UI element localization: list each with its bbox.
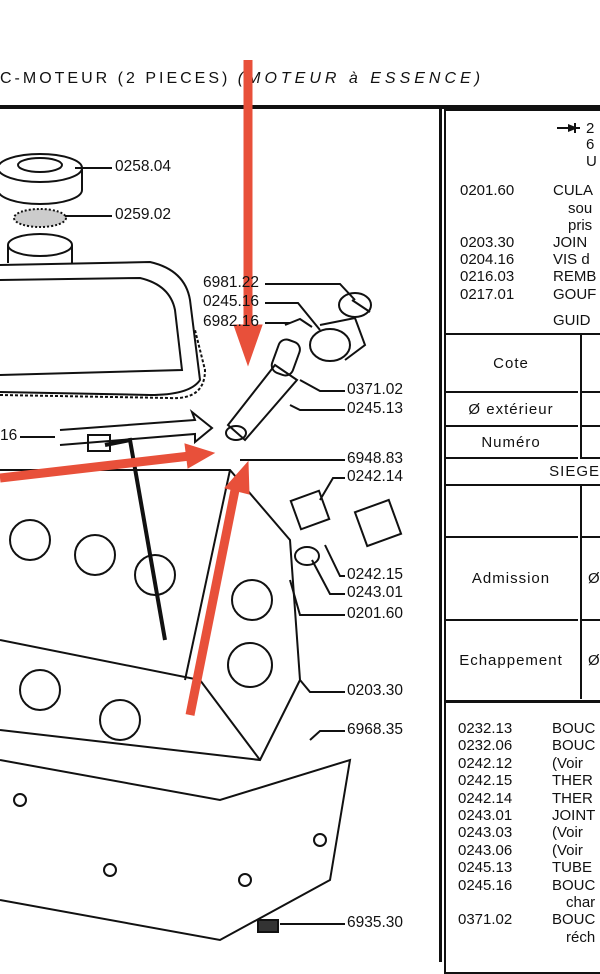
- part-label: 0201.60: [347, 605, 404, 622]
- part-label: 0243.01: [347, 584, 404, 601]
- part-code: 0245.13: [458, 859, 513, 877]
- part-label: 6982.16: [203, 313, 260, 330]
- part-code: 0371.02: [458, 911, 513, 929]
- part-code: 0217.01: [460, 286, 515, 303]
- part-code: 0201.60: [460, 182, 515, 199]
- part-label: 0258.04: [115, 158, 172, 175]
- part-label: 6981.22: [203, 274, 260, 291]
- part-code: 0216.03: [460, 268, 515, 285]
- part-label: 0242.15: [347, 566, 404, 583]
- part-desc: BOUC: [552, 911, 596, 929]
- part-desc: (Voir: [552, 841, 583, 859]
- cote-cell: Cote: [444, 335, 578, 393]
- part-code: 0243.01: [458, 807, 513, 824]
- part-label: 0259.02: [115, 206, 172, 223]
- part-code: 0243.06: [458, 841, 513, 859]
- header-fragment: 2: [586, 120, 595, 137]
- part-label: 16: [0, 427, 18, 444]
- red-arrow-right: [0, 451, 191, 483]
- blank-value: [580, 486, 600, 538]
- red-arrow-down-head: [233, 324, 263, 367]
- echappement-cell: Echappement: [459, 651, 563, 669]
- part-desc: THER: [552, 789, 593, 807]
- part-label: 0203.30: [347, 682, 404, 699]
- part-desc: GOUF: [553, 286, 597, 303]
- echappement-value: Ø: [580, 621, 600, 699]
- part-label: 6948.83: [347, 450, 404, 467]
- part-label: 0245.13: [347, 400, 404, 417]
- part-label: 0242.14: [347, 468, 404, 485]
- part-desc: BOUC: [552, 876, 596, 894]
- part-code: 0204.16: [460, 251, 515, 268]
- part-desc: pris: [568, 217, 593, 234]
- red-annotation-arrows: [0, 60, 263, 716]
- exploded-engine-diagram: [0, 60, 403, 942]
- part-desc: JOINT: [552, 807, 596, 824]
- red-arrow-up: [185, 484, 241, 716]
- spec-table: [444, 333, 600, 703]
- part-label: 6968.35: [347, 721, 404, 738]
- part-code: 0242.14: [458, 789, 513, 807]
- page-title: C-MOTEUR (2 PIECES) (MOTEUR à ESSENCE): [0, 70, 485, 87]
- part-code: 0232.06: [458, 737, 513, 755]
- admission-cell: Admission: [444, 538, 578, 621]
- part-desc: BOUC: [552, 720, 596, 737]
- header-fragment: 6: [586, 136, 595, 153]
- siege-cell: SIEGE: [444, 459, 600, 486]
- cote-value: [580, 335, 600, 393]
- siege-label: SIEGE: [549, 463, 600, 480]
- part-code: 0243.03: [458, 824, 513, 842]
- part-desc: VIS d: [553, 251, 590, 268]
- part-desc: réch: [566, 928, 596, 946]
- ext-diameter-cell: Ø extérieur: [444, 393, 578, 427]
- blank-cell: [444, 486, 578, 538]
- part-label: 0371.02: [347, 381, 404, 398]
- part-desc: TUBE: [552, 859, 593, 877]
- part-desc: CULA: [553, 182, 594, 199]
- part-desc: (Voir: [552, 824, 583, 842]
- part-label: 0245.16: [203, 293, 260, 310]
- part-desc: char: [566, 894, 596, 911]
- part-code: 0245.16: [458, 876, 513, 894]
- part-desc: JOIN: [553, 234, 588, 251]
- part-desc: sou: [568, 200, 593, 217]
- part-label: 6935.30: [347, 914, 404, 931]
- red-arrow-right-head: [184, 443, 216, 469]
- numero-value: [580, 427, 600, 459]
- column-divider: [439, 105, 442, 962]
- part-code: 0242.12: [458, 754, 513, 772]
- section-footer: GUID: [553, 312, 591, 329]
- part-desc: REMB: [553, 268, 597, 285]
- part-code: 0203.30: [460, 234, 515, 251]
- numero-cell: Numéro: [444, 427, 578, 459]
- part-code: 0242.15: [458, 772, 513, 790]
- part-desc: THER: [552, 772, 593, 790]
- part-desc: (Voir: [552, 754, 583, 772]
- ext-value: [580, 393, 600, 427]
- header-fragment: U: [586, 153, 597, 170]
- part-code: 0232.13: [458, 720, 513, 737]
- admission-value: Ø: [580, 538, 600, 621]
- part-desc: BOUC: [552, 737, 596, 755]
- red-arrow-up-head: [224, 460, 250, 495]
- header-rule: [0, 105, 600, 109]
